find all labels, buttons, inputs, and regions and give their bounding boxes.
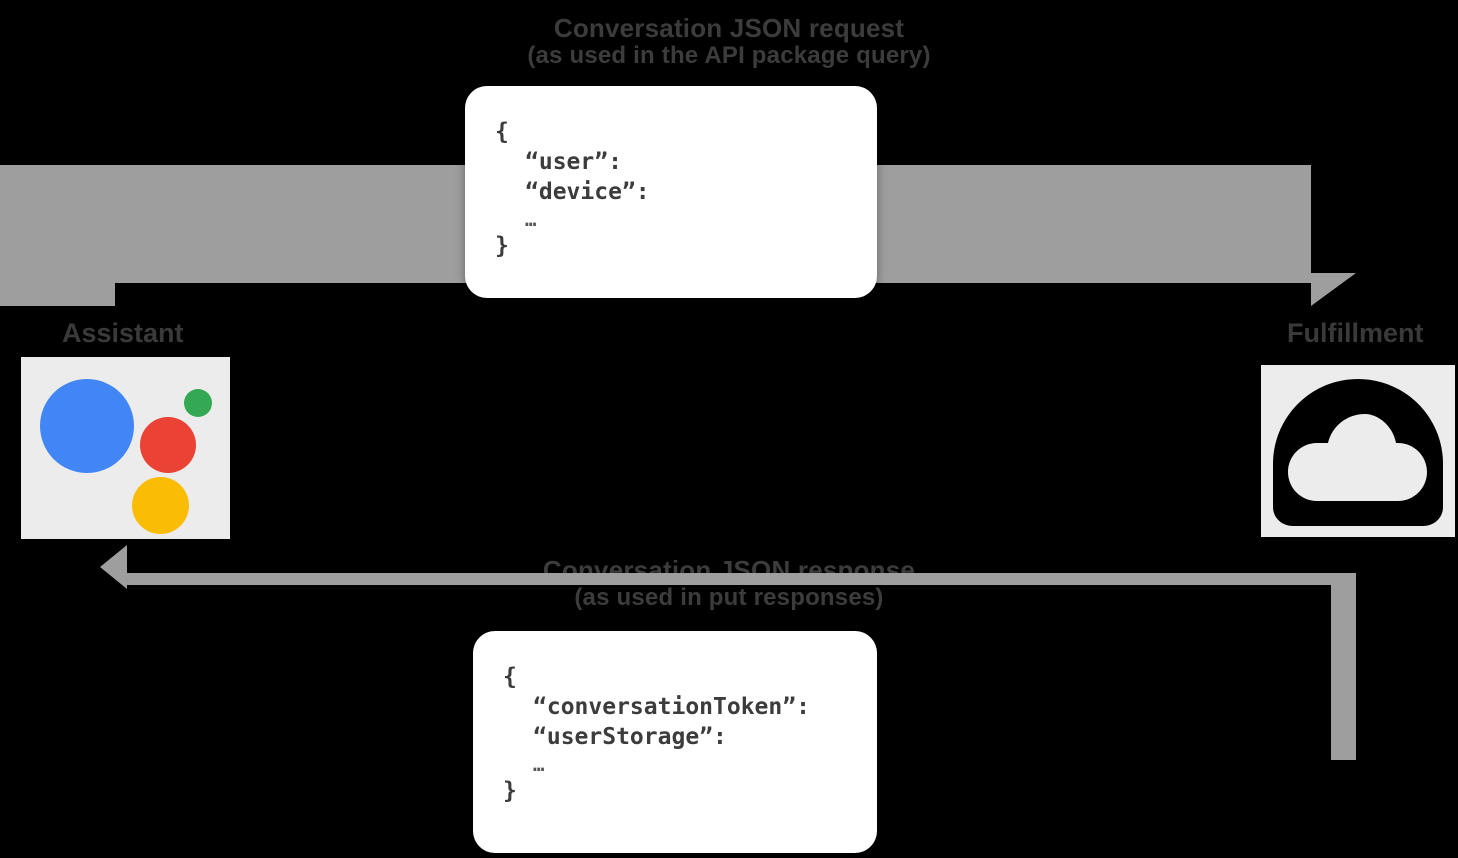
request-caption-line2: (as used in the API package query) xyxy=(527,42,931,70)
fulfillment-label: Fulfillment xyxy=(1287,318,1424,348)
json-close-brace: } xyxy=(503,778,517,805)
json-close-brace: } xyxy=(495,233,509,260)
request-json-card: { “user”: “device”: … } xyxy=(465,86,877,298)
json-key-device: “device”: xyxy=(525,178,650,205)
assistant-dot-green-icon xyxy=(184,389,212,417)
json-ellipsis: … xyxy=(525,208,537,231)
response-caption: Conversation JSON response (as used in p… xyxy=(0,555,1458,612)
json-key-user: “user”: xyxy=(525,148,622,175)
json-open-brace: { xyxy=(495,119,509,145)
response-caption-line2: (as used in put responses) xyxy=(574,584,884,612)
json-ellipsis: … xyxy=(533,753,545,776)
request-caption-line1: Conversation JSON request xyxy=(553,13,905,43)
google-assistant-icon xyxy=(21,357,230,539)
assistant-dot-yellow-icon xyxy=(132,477,189,534)
request-caption: Conversation JSON request (as used in th… xyxy=(0,13,1458,70)
cloud-icon-glyph xyxy=(1273,379,1443,526)
assistant-dot-red-icon xyxy=(140,417,196,473)
cloud-icon xyxy=(1261,365,1455,537)
response-json-card: { “conversationToken”: “userStorage”: … … xyxy=(473,631,877,853)
json-key-user-storage: “userStorage”: xyxy=(533,723,727,750)
assistant-label: Assistant xyxy=(62,318,184,348)
json-open-brace: { xyxy=(503,664,517,690)
assistant-dot-blue-icon xyxy=(40,379,134,473)
json-key-conversation-token: “conversationToken”: xyxy=(533,693,810,720)
